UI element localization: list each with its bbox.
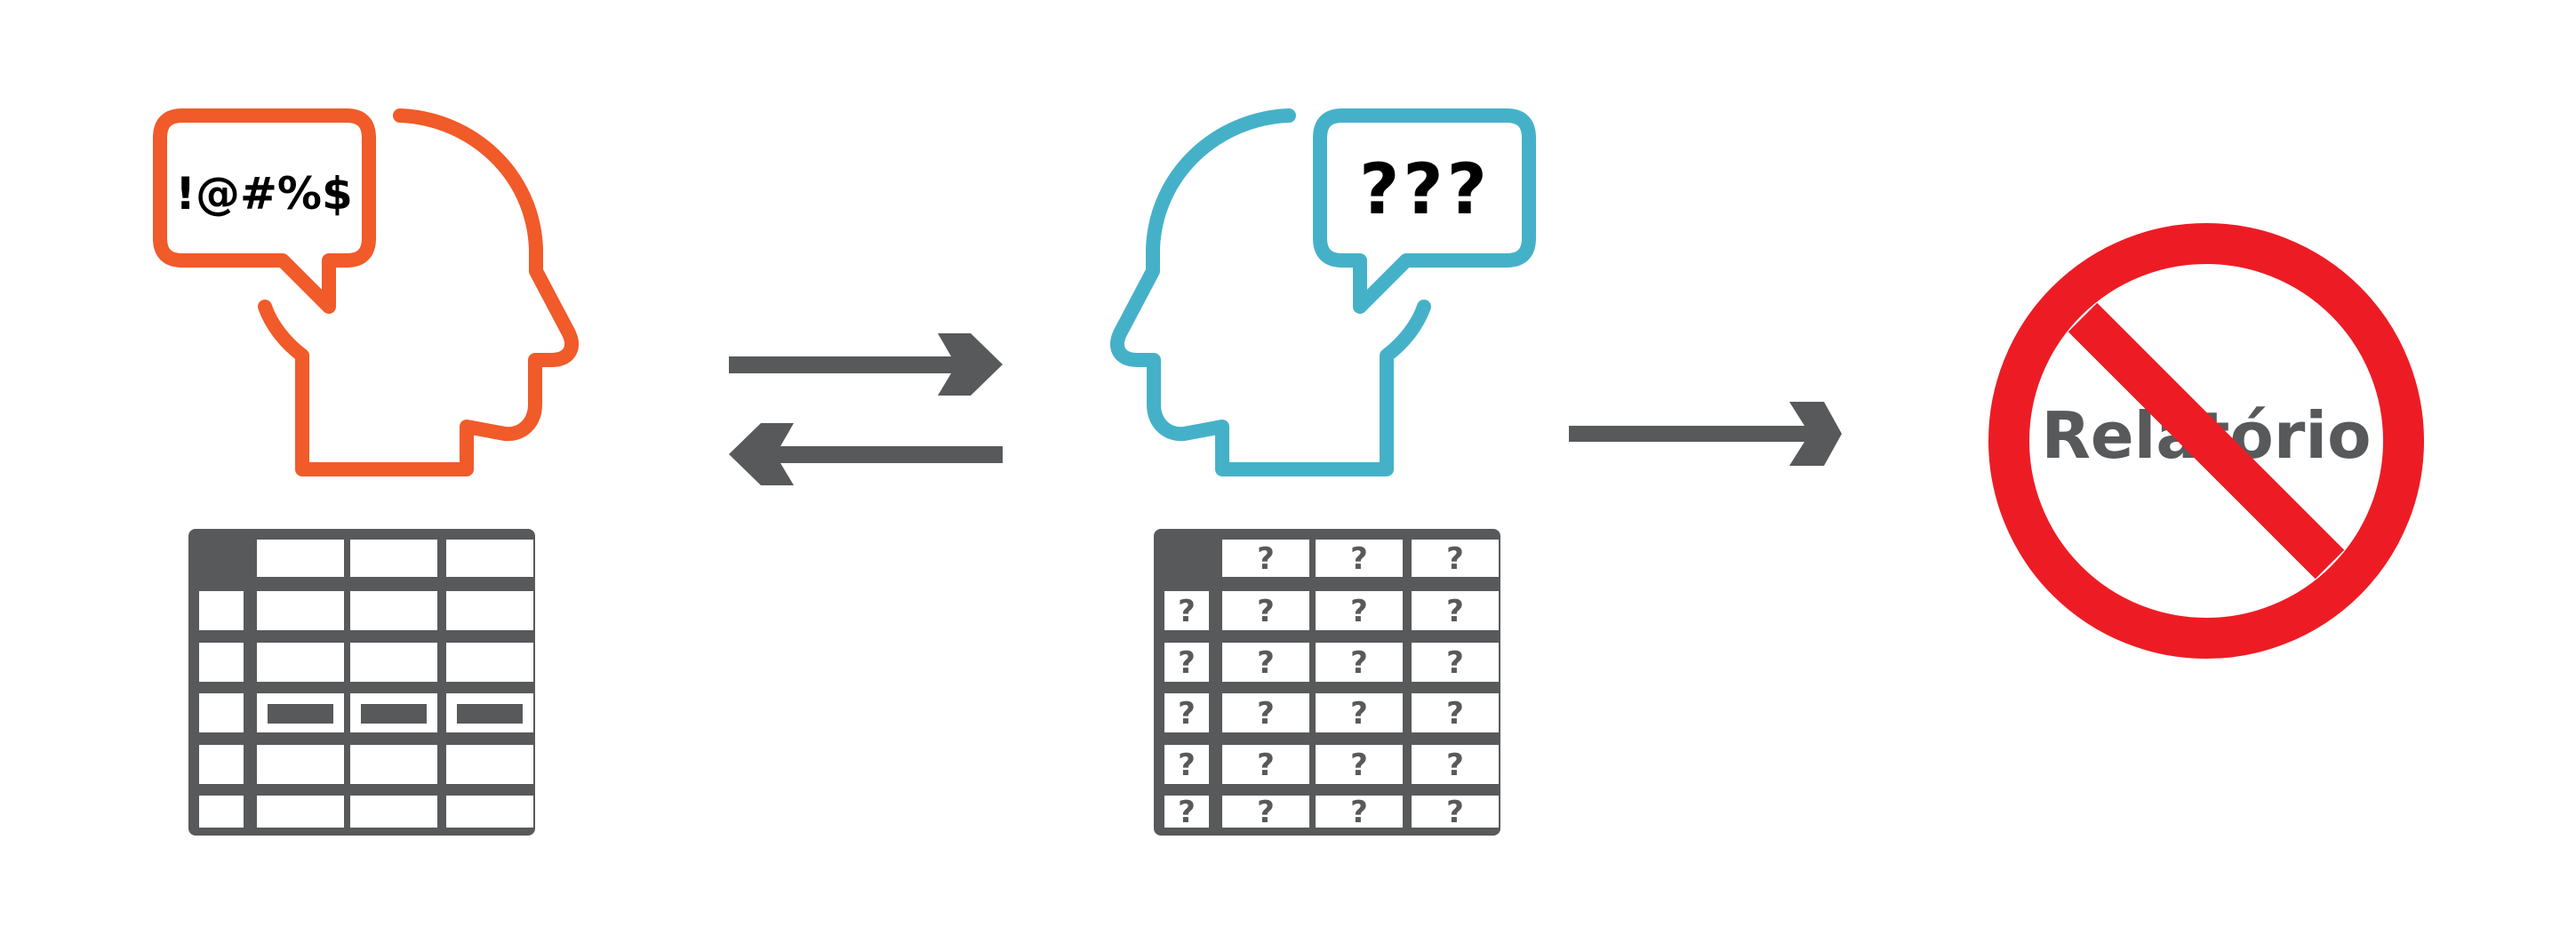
cell-question-mark: ?: [1446, 594, 1464, 629]
table-cell: [1222, 745, 1309, 784]
cell-question-mark: ?: [1257, 748, 1275, 783]
expert-speech-text: !@#%$: [175, 168, 353, 220]
table-cell: [199, 591, 244, 630]
table-cell: [350, 540, 437, 577]
cell-question-mark: ?: [1350, 645, 1368, 681]
arrow-left-icon: [729, 423, 1003, 485]
table-cell: [257, 591, 344, 630]
cell-question-mark: ?: [1257, 541, 1275, 577]
no-sign-ring: [1988, 223, 2424, 659]
table-cell: [1412, 540, 1499, 577]
table-cell: [350, 643, 437, 682]
cell-question-mark: ?: [1257, 696, 1275, 732]
table-cell: [1412, 745, 1499, 784]
arrow-right-icon: [729, 333, 1003, 396]
table-cell: [199, 693, 244, 732]
table-cell: [1164, 643, 1209, 682]
table-cell: [1316, 540, 1403, 577]
confused-speech-text: ???: [1359, 150, 1491, 230]
cell-question-mark: ?: [1350, 541, 1368, 577]
table-cell: [350, 591, 437, 630]
cell-question-mark: ?: [1446, 541, 1464, 577]
table-cell: [1164, 796, 1209, 828]
highlighted-cell-bar: [268, 704, 333, 724]
table-cell: [446, 745, 533, 784]
question-table: ???????????????????????: [1154, 529, 1500, 836]
confused-head-icon: [1109, 108, 1536, 476]
highlighted-cell-bar: [457, 704, 523, 724]
table-cell: [1412, 643, 1499, 682]
table-cell: [446, 643, 533, 682]
table-cell: [1316, 745, 1403, 784]
cell-question-mark: ?: [1257, 594, 1275, 629]
table-cell: [1222, 643, 1309, 682]
table-cell: [350, 796, 437, 828]
table-cell: [199, 643, 244, 682]
cell-question-mark: ?: [1257, 795, 1275, 830]
expert-speech-bubble: [153, 108, 376, 314]
table-cell: [1412, 693, 1499, 732]
prohibited-sign-icon: Relatório: [1988, 223, 2424, 659]
cell-question-mark: ?: [1350, 748, 1368, 783]
table-cell: [1222, 693, 1309, 732]
no-sign-slash: [2068, 302, 2345, 580]
table-cell: [1316, 693, 1403, 732]
table-cell: [446, 540, 533, 577]
table-cell: [257, 796, 344, 828]
cell-question-mark: ?: [1257, 645, 1275, 681]
expert-head-icon: [153, 108, 580, 476]
table-cell: [446, 591, 533, 630]
table-cell: [1316, 591, 1403, 630]
cell-question-mark: ?: [1178, 594, 1196, 629]
cell-question-mark: ?: [1350, 795, 1368, 830]
arrow-to-report-icon: [1569, 402, 1842, 466]
table-cell: [1222, 591, 1309, 630]
table-cell: [350, 745, 437, 784]
table-cell: [1222, 796, 1309, 828]
cell-question-mark: ?: [1178, 696, 1196, 732]
expert-table: [188, 529, 535, 836]
cell-question-mark: ?: [1350, 594, 1368, 629]
cell-question-mark: ?: [1350, 696, 1368, 732]
table-cell: [1164, 693, 1209, 732]
table-cell: [1316, 796, 1403, 828]
table-cell: [446, 796, 533, 828]
table-cell: [199, 745, 244, 784]
cell-question-mark: ?: [1178, 795, 1196, 830]
table-cell: [257, 643, 344, 682]
expert-head-outline: [258, 108, 580, 476]
confused-speech-bubble: [1313, 108, 1536, 314]
cell-question-mark: ?: [1446, 696, 1464, 732]
cell-question-mark: ?: [1178, 645, 1196, 681]
table-cell: [1412, 796, 1499, 828]
cell-question-mark: ?: [1446, 795, 1464, 830]
cell-question-mark: ?: [1446, 748, 1464, 783]
cell-question-mark: ?: [1446, 645, 1464, 681]
table-cell: [1316, 643, 1403, 682]
bidirectional-arrows-icon: [729, 333, 1003, 485]
highlighted-cell-bar: [361, 704, 427, 724]
table-cell: [199, 796, 244, 828]
table-cell: [1164, 591, 1209, 630]
confused-head-outline: [1109, 108, 1431, 476]
table-cell: [257, 745, 344, 784]
cell-question-mark: ?: [1178, 748, 1196, 783]
table-cell: [257, 540, 344, 577]
table-cell: [1412, 591, 1499, 630]
table-cell: [1164, 745, 1209, 784]
table-cell: [1222, 540, 1309, 577]
